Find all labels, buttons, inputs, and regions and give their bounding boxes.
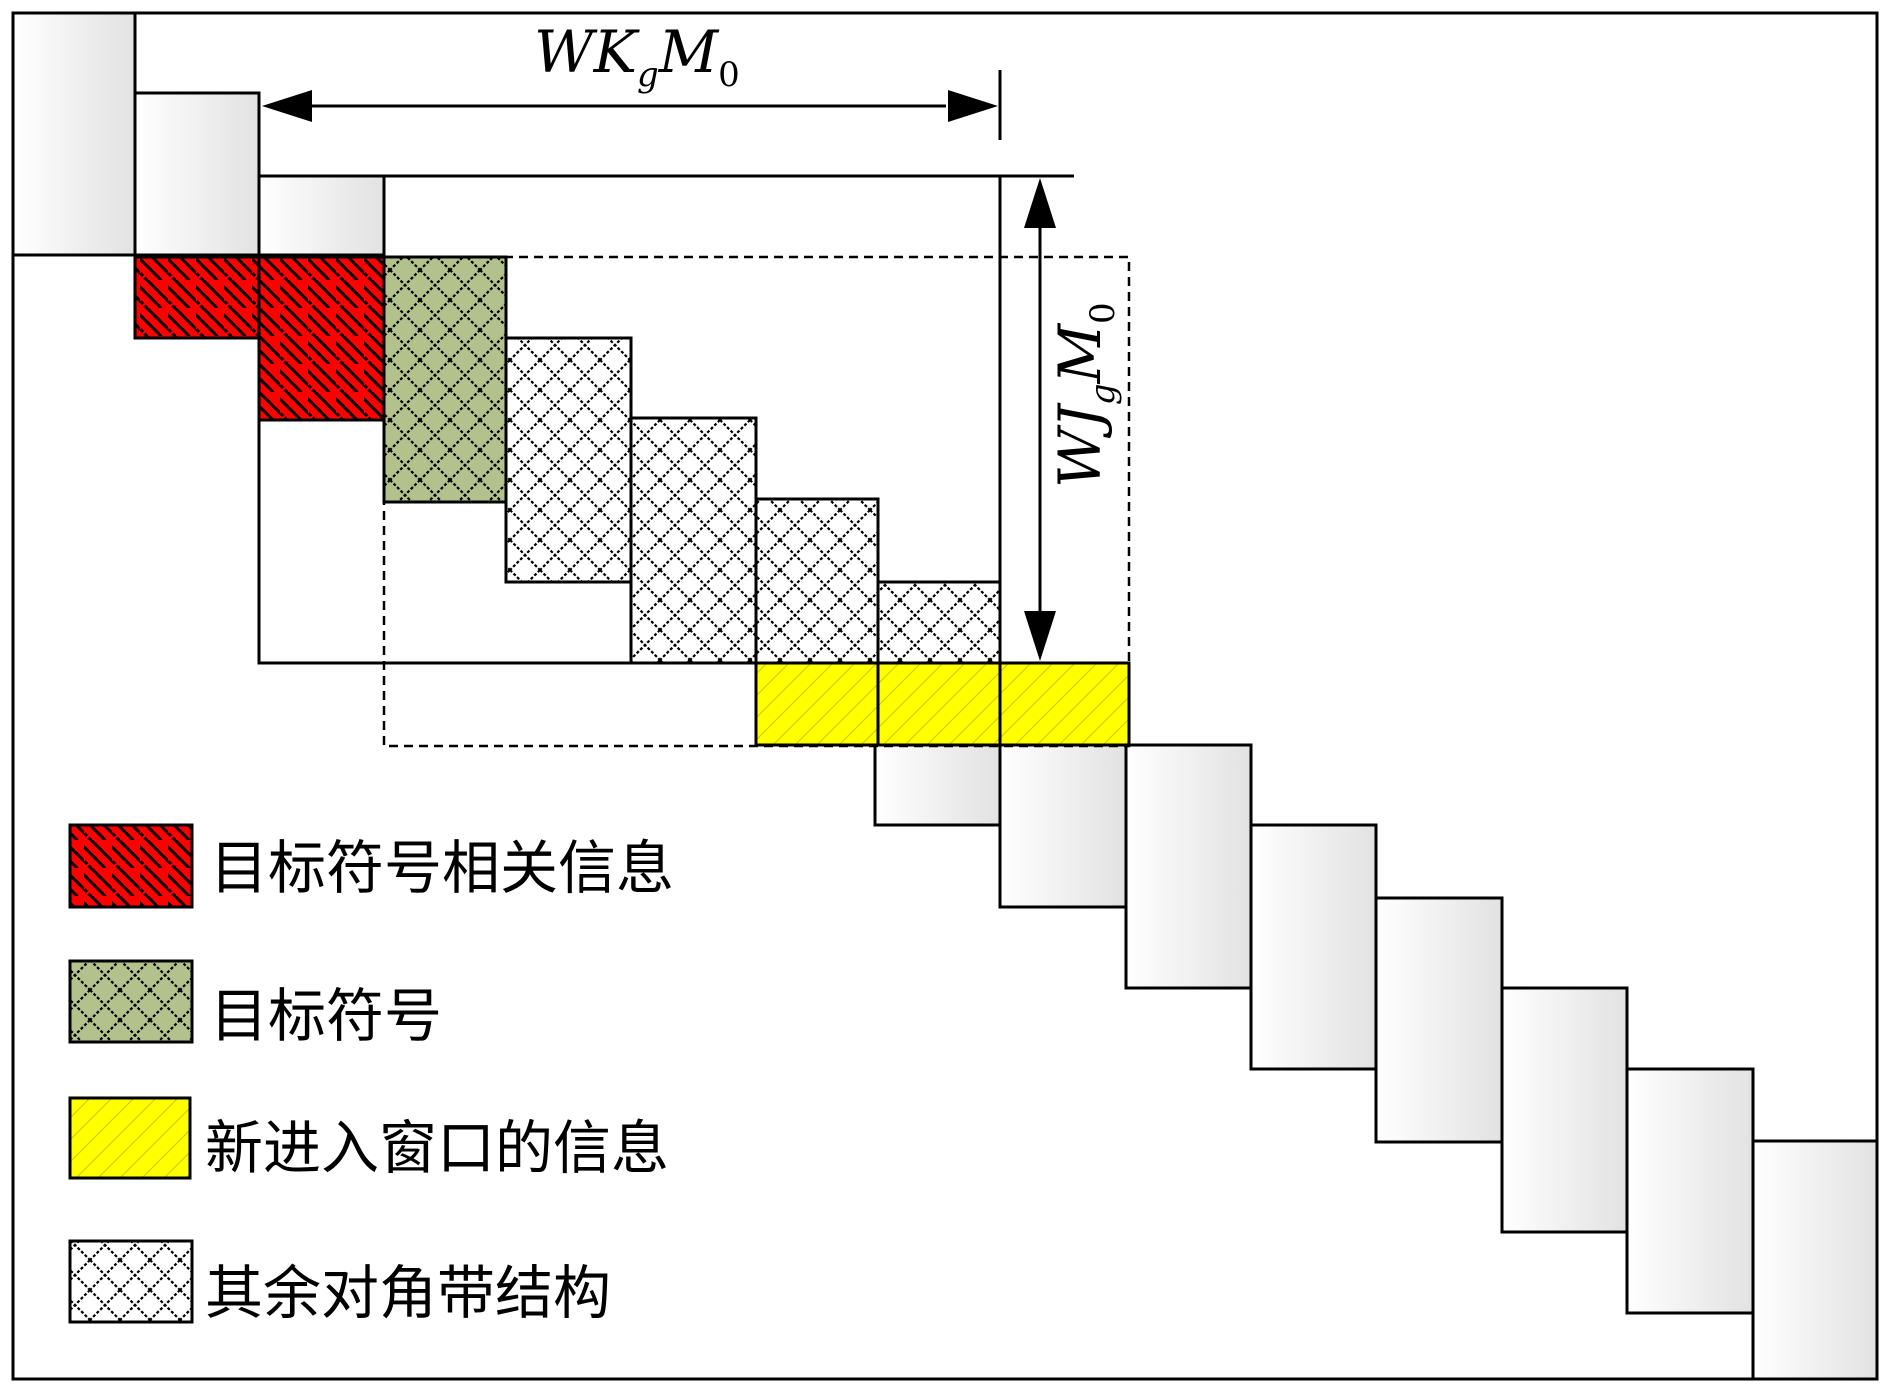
target-block <box>382 255 508 504</box>
target-related-block <box>257 255 386 422</box>
target-related-block <box>133 255 261 340</box>
gray-block <box>1249 823 1378 1071</box>
gray-blocks-top <box>11 11 386 257</box>
outer-frame <box>11 11 1879 1381</box>
gray-block <box>1751 1139 1879 1381</box>
legend-swatch-yellow <box>68 1096 192 1180</box>
width-label: WKgM0 <box>534 18 740 95</box>
other-band-block <box>876 580 1002 665</box>
target-related-blocks <box>133 255 386 422</box>
gray-block <box>873 743 1002 827</box>
new-window-block <box>998 661 1131 747</box>
height-arrow-bottom-head <box>1024 611 1056 661</box>
legend: 目标符号相关信息 目标符号 新进入窗口的信息 其余对角带结构 <box>68 823 674 1327</box>
new-window-blocks <box>754 661 1131 747</box>
other-band-block <box>754 497 880 665</box>
width-arrow-right-head <box>948 90 998 122</box>
gray-blocks-bottom <box>873 743 1879 1381</box>
gray-block <box>11 11 137 257</box>
height-dimension: WJgM0 <box>1000 174 1123 661</box>
legend-item-target-related: 目标符号相关信息 <box>68 823 674 909</box>
width-dimension: WKgM0 <box>262 18 1002 140</box>
height-arrow-top-head <box>1024 178 1056 228</box>
width-arrow-left-head <box>262 90 312 122</box>
legend-item-other-band: 其余对角带结构 <box>68 1239 611 1327</box>
legend-swatch-white <box>68 1239 194 1324</box>
legend-label: 目标符号相关信息 <box>210 834 674 902</box>
other-band-blocks <box>504 336 1002 665</box>
other-band-block <box>504 336 633 584</box>
gray-block <box>1374 896 1504 1144</box>
new-window-block <box>876 661 1002 747</box>
gray-block <box>998 743 1128 909</box>
legend-label: 其余对角带结构 <box>205 1259 611 1327</box>
gray-block <box>1124 743 1253 990</box>
gray-block <box>257 174 386 257</box>
legend-label: 新进入窗口的信息 <box>205 1114 669 1182</box>
gray-block <box>133 91 261 257</box>
legend-item-target: 目标符号 <box>68 959 442 1050</box>
other-band-block <box>629 416 758 665</box>
new-window-block <box>754 661 880 747</box>
gray-block <box>1500 986 1629 1234</box>
legend-label: 目标符号 <box>210 982 442 1050</box>
height-label: WJgM0 <box>1046 302 1123 488</box>
legend-swatch-green <box>68 959 194 1044</box>
legend-item-new-window: 新进入窗口的信息 <box>68 1096 669 1182</box>
legend-swatch-red <box>68 823 194 909</box>
gray-block <box>1625 1067 1755 1315</box>
